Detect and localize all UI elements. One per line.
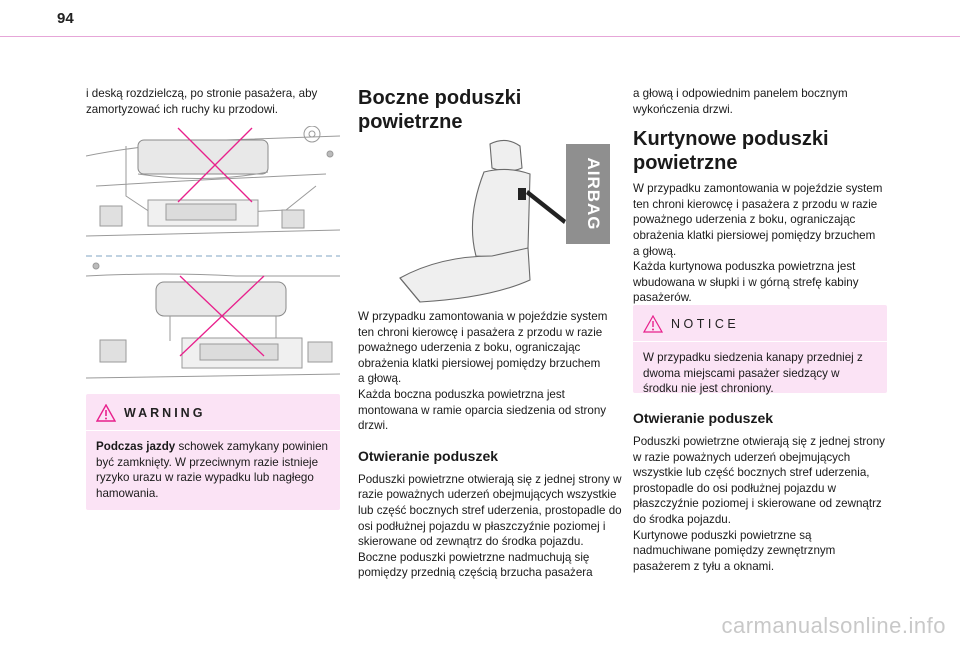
notice-header: NOTICE [633, 305, 887, 333]
warning-text: Podczas jazdy schowek zamykany powinien … [86, 439, 340, 511]
notice-triangle-icon [643, 315, 663, 333]
notice-box: NOTICE W przypadku siedzenia kanapy prze… [633, 305, 887, 395]
col1-intro-text: i deską rozdzielczą, po stronie pasażera… [86, 87, 318, 116]
column-3: a głową i odpowiednim panelem bocznym wy… [633, 86, 891, 306]
warning-triangle-icon [96, 404, 116, 422]
notice-title: NOTICE [671, 317, 740, 331]
cross-bottom [179, 275, 265, 357]
warning-divider [86, 430, 340, 431]
dashboard-bottom-panel [86, 262, 340, 379]
warning-title: WARNING [124, 406, 206, 420]
side-airbag-module [518, 188, 526, 200]
side-airbags-title-line1: Boczne poduszki [358, 87, 522, 109]
seat-airbag-illustration: AIRBAG [380, 138, 612, 304]
seat-backrest [471, 168, 531, 257]
top-divider [0, 36, 960, 37]
col3-intro-text: a głową i odpowiednim panelem bocznym wy… [633, 87, 848, 116]
warning-box: WARNING Podczas jazdy schowek zamykany p… [86, 394, 340, 510]
side-opening-para: Poduszki powietrzne otwierają się z jedn… [358, 472, 622, 580]
airbag-label: AIRBAG [584, 157, 603, 230]
curtain-airbags-title-line1: Kurtynowe poduszki [633, 128, 829, 151]
curtain-airbags-title: Kurtynowe poduszki powietrzne [633, 127, 891, 175]
curtain-airbags-para1: W przypadku zamontowania w pojeździe sys… [633, 182, 883, 305]
curtain-opening-subtitle: Otwieranie poduszek [633, 410, 774, 426]
curtain-airbags-title-line2: powietrzne [633, 152, 738, 175]
column-3-body: Otwieranie poduszek Poduszki powietrzne … [633, 410, 891, 574]
page-number: 94 [57, 10, 74, 27]
airbag-label-badge: AIRBAG [566, 144, 610, 244]
side-airbags-title: Boczne poduszki powietrzne [358, 86, 622, 134]
column-2: Boczne poduszki powietrzne [358, 86, 622, 134]
column-2-body: W przypadku zamontowania w pojeździe sys… [358, 309, 622, 581]
dashboard-illustration [86, 126, 340, 388]
notice-text: W przypadku siedzenia kanapy przedniej z… [643, 351, 863, 396]
side-opening-subtitle: Otwieranie poduszek [358, 447, 499, 464]
warning-bold-lead: Podczas jazdy [96, 440, 176, 453]
airbag-pointer [526, 190, 566, 224]
side-airbags-para1: W przypadku zamontowania w pojeździe sys… [358, 310, 608, 433]
column-1: i deską rozdzielczą, po stronie pasażera… [86, 86, 350, 117]
seat-headrest [489, 139, 523, 172]
side-airbags-title-line2: powietrzne [358, 111, 463, 133]
notice-divider [633, 341, 887, 342]
curtain-opening-para: Poduszki powietrzne otwierają się z jedn… [633, 435, 885, 573]
warning-header: WARNING [86, 394, 340, 422]
dashboard-top-panel [86, 126, 340, 237]
cross-top [177, 127, 253, 203]
watermark: carmanualsonline.info [721, 613, 946, 638]
seat-cushion [399, 247, 531, 303]
warning-body: schowek zamykany powinien być zamknięty.… [96, 440, 328, 500]
